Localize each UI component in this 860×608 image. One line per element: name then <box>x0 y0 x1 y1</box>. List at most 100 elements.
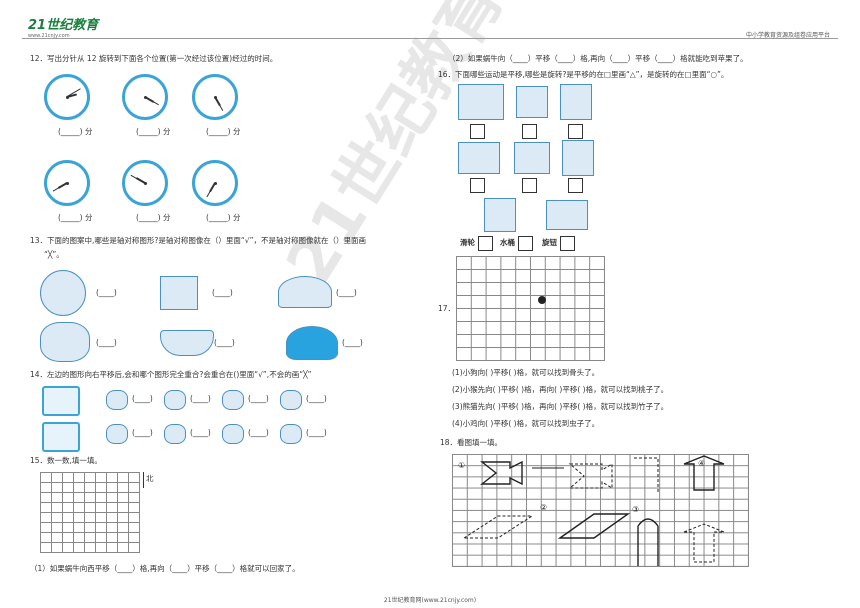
shape-2-solid <box>557 513 631 539</box>
q16-box-knob[interactable] <box>560 236 575 251</box>
pattern-cup <box>160 276 198 310</box>
q14-option-picture <box>164 424 186 444</box>
q14-option-picture <box>164 390 186 410</box>
clock-face-icon <box>122 74 168 120</box>
q13-answer-6[interactable]: (____) <box>342 338 363 347</box>
q13-answer-5[interactable]: (____) <box>214 338 235 347</box>
q14-answer[interactable]: (____) <box>306 428 327 437</box>
shape-2-dashed <box>462 515 534 539</box>
shape-1-dashed <box>568 463 613 489</box>
mark-2: ② <box>540 503 547 512</box>
q16-box-2[interactable] <box>522 124 537 139</box>
footer: 21世纪教育网(www.21cnjy.com) <box>383 597 477 604</box>
q16-box-3[interactable] <box>568 124 583 139</box>
q14-answer[interactable]: (____) <box>190 394 211 403</box>
north-label: 北 <box>146 474 154 483</box>
mark-1: ① <box>458 461 465 470</box>
q15-title: 15．数一数,填一填。 <box>30 456 102 465</box>
q17-item: (2)小猴先向( )平移( )格，再向( )平移( )格，就可以找到桃子了。 <box>452 385 669 394</box>
radio-picture <box>546 200 588 230</box>
clock-answer[interactable]: (_____) 分 <box>136 127 171 136</box>
q17-item: (4)小鸡向( )平移( )格，就可以找到虫子了。 <box>452 419 600 428</box>
shape-1-solid <box>479 460 523 486</box>
clock-answer[interactable]: (_____) 分 <box>58 213 93 222</box>
q13-answer-3[interactable]: (____) <box>336 288 357 297</box>
q14-answer[interactable]: (____) <box>132 428 153 437</box>
q16-title: 16．下面哪些运动是平移,哪些是旋转?是平移的在□里画“△”，是旋转的在□里面“… <box>438 70 729 79</box>
q15-s2: （2）如果蜗牛向（____）平移（____）格,再向（____）平移（____）… <box>448 54 748 63</box>
clock-picture <box>516 86 548 118</box>
q14-source-leaf <box>42 386 80 416</box>
header-right-text: 中小学教育资源及组卷应用平台 <box>745 32 830 39</box>
q18-grid <box>452 454 749 567</box>
cable-car-picture <box>458 84 504 120</box>
q14-answer[interactable]: (____) <box>190 428 211 437</box>
north-arrow-icon <box>143 472 144 488</box>
q13-line1: 13．下面的图案中,哪些是轴对称图形?是轴对称图像在（）里面“√”，不是轴对称图… <box>30 236 366 245</box>
q16-box-pulley[interactable] <box>478 236 493 251</box>
screwdriver-picture <box>514 142 550 174</box>
q14-option-picture <box>106 390 128 410</box>
q16-box-4[interactable] <box>470 178 485 193</box>
label-knob: 旋钮 <box>542 238 557 247</box>
shape-3-solid <box>637 518 659 566</box>
mark-3: ③ <box>632 505 639 514</box>
label-pulley: 滑轮 <box>460 238 475 247</box>
shape-3-dashed <box>634 457 659 492</box>
pattern-flower <box>286 326 338 360</box>
mark-4: ④ <box>698 459 705 468</box>
q15-grid <box>40 472 140 553</box>
q13-answer-4[interactable]: (____) <box>96 338 117 347</box>
clock-face-icon <box>192 160 238 206</box>
clock-face-icon <box>122 160 168 206</box>
pattern-leaf <box>278 276 332 308</box>
q17-grid <box>456 256 605 361</box>
q17-num: 17． <box>438 304 456 313</box>
bucket-picture <box>484 198 516 232</box>
q17-item: (3)熊猫先向( )平移( )格，再向( )平移( )格，就可以找到竹子了。 <box>452 402 669 411</box>
q14-source-fish <box>42 422 80 452</box>
shape-4-solid <box>683 455 725 491</box>
q14-answer[interactable]: (____) <box>306 394 327 403</box>
pattern-circle <box>40 270 86 316</box>
panda-icon <box>538 296 546 304</box>
q16-box-5[interactable] <box>522 178 537 193</box>
clock-face-icon <box>44 74 90 120</box>
fan-picture <box>562 140 594 176</box>
label-bucket: 水桶 <box>500 238 515 247</box>
q14-option-picture <box>106 424 128 444</box>
q14-title: 14．左边的图形向右平移后,会和哪个图形完全重合?会重合在()里面“√”,不会的… <box>30 370 312 379</box>
q15-s1: （1）如果蜗牛向西平移（____）格,再向（____）平移（____）格就可以回… <box>30 564 300 573</box>
clock-face-icon <box>44 160 90 206</box>
q14-option-picture <box>280 424 302 444</box>
clock-answer[interactable]: (_____) 分 <box>206 127 241 136</box>
clock-answer[interactable]: (_____) 分 <box>206 213 241 222</box>
watermark: 21世纪教育网 <box>272 0 553 298</box>
q17-item: (1)小狗向( )平移( )格，就可以找到骨头了。 <box>452 368 600 377</box>
q14-answer[interactable]: (____) <box>248 394 269 403</box>
q13-answer-1[interactable]: (____) <box>96 288 117 297</box>
clock-face-icon <box>192 74 238 120</box>
header-divider <box>22 38 838 39</box>
q14-answer[interactable]: (____) <box>248 428 269 437</box>
q13-line2: “╳”。 <box>44 250 64 259</box>
clock-answer[interactable]: (_____) 分 <box>58 127 93 136</box>
q13-answer-2[interactable]: (____) <box>212 288 233 297</box>
q16-box-6[interactable] <box>568 178 583 193</box>
q14-option-picture <box>280 390 302 410</box>
q14-option-picture <box>222 424 244 444</box>
swing-picture <box>560 84 592 120</box>
q14-answer[interactable]: (____) <box>132 394 153 403</box>
pattern-bowl <box>160 330 214 356</box>
escalator-picture <box>458 142 500 174</box>
q18-title: 18．看图填一填。 <box>440 438 503 447</box>
clock-answer[interactable]: (_____) 分 <box>136 213 171 222</box>
shape-4-dashed <box>683 523 725 563</box>
pattern-butterfly <box>40 322 90 362</box>
q16-box-bucket[interactable] <box>518 236 533 251</box>
q12-title: 12．写出分针从 12 旋转到下面各个位置(第一次经过该位置)经过的时间。 <box>30 54 278 63</box>
q18-shapes: ① ② ③ ④ <box>458 455 725 566</box>
q16-box-1[interactable] <box>470 124 485 139</box>
q14-option-picture <box>222 390 244 410</box>
